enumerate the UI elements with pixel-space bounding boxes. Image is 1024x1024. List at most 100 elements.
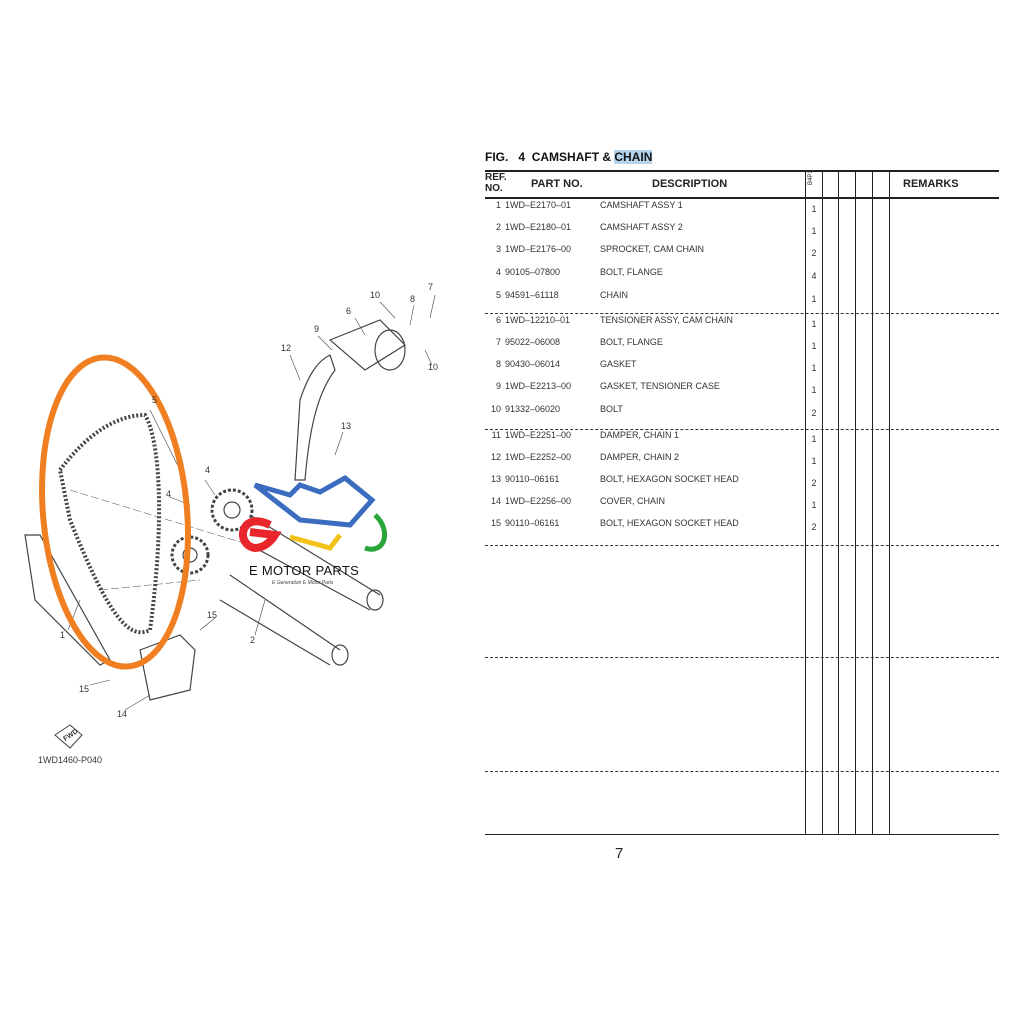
cell-qty: 1: [811, 204, 817, 214]
column-divider: [855, 170, 856, 835]
cell-qty: 1: [811, 363, 817, 373]
cell-description: BOLT, HEXAGON SOCKET HEAD: [600, 518, 739, 528]
cell-qty: 1: [811, 434, 817, 444]
callout-label: 15: [207, 610, 218, 620]
cell-ref: 8: [495, 359, 501, 369]
watermark-logo: [239, 474, 387, 553]
cell-description: BOLT, HEXAGON SOCKET HEAD: [600, 474, 739, 484]
cell-description: BOLT, FLANGE: [600, 337, 663, 347]
cell-part-no: 1WD–E2176–00: [505, 244, 572, 254]
fig-title-highlight: CHAIN: [614, 150, 653, 164]
cam-chain: [57, 412, 162, 635]
column-divider: [872, 170, 873, 835]
cell-description: CHAIN: [600, 290, 629, 300]
callout-label: 8: [410, 294, 416, 304]
header-ref-line1: REF.: [485, 172, 507, 183]
callout-label: 15: [79, 684, 90, 694]
highlight-circle: [39, 354, 191, 670]
group-divider: [485, 545, 999, 546]
header-ref: REF. NO.: [485, 172, 507, 194]
table-row: 7 95022–06008 BOLT, FLANGE 1: [485, 337, 1000, 357]
cell-description: BOLT: [600, 404, 623, 414]
cell-description: COVER, CHAIN: [600, 496, 666, 506]
header-description: DESCRIPTION: [652, 178, 728, 190]
cell-qty: 2: [811, 248, 817, 258]
cell-part-no: 95022–06008: [505, 337, 561, 347]
cell-part-no: 1WD–E2170–01: [505, 200, 572, 210]
cell-ref: 14: [490, 496, 501, 506]
chain-damper: [294, 354, 336, 481]
cell-part-no: 90110–06161: [505, 518, 560, 528]
cell-ref: 10: [490, 404, 501, 414]
cell-qty: 1: [811, 500, 817, 510]
cell-ref: 7: [495, 337, 501, 347]
table-row: 5 94591–61118 CHAIN 1: [485, 290, 1000, 310]
camshaft-2: [219, 574, 341, 666]
cell-qty: 1: [811, 385, 817, 395]
cell-part-no: 91332–06020: [505, 404, 561, 414]
cell-description: DAMPER, CHAIN 2: [600, 452, 680, 462]
cell-ref: 2: [495, 222, 501, 232]
fig-label: FIG.: [485, 150, 509, 164]
cell-part-no: 1WD–E2180–01: [505, 222, 572, 232]
callout-label: 1: [60, 630, 66, 640]
camshaft-1: [249, 514, 381, 611]
cell-part-no: 1WD–E2256–00: [505, 496, 572, 506]
cell-qty: 1: [811, 319, 817, 329]
table-row: 14 1WD–E2256–00 COVER, CHAIN 1: [485, 496, 1000, 516]
figure-title: FIG. 4 CAMSHAFT & CHAIN: [485, 150, 653, 164]
cell-ref: 15: [490, 518, 501, 528]
callout-label: 2: [250, 635, 256, 645]
header-part-no: PART NO.: [531, 178, 583, 190]
column-divider: [822, 170, 823, 835]
header-remarks: REMARKS: [903, 178, 959, 190]
cell-part-no: 90105–07800: [505, 267, 561, 277]
callout-label: 10: [428, 362, 439, 372]
sprocket-upper: [210, 488, 254, 532]
fig-number: 4: [518, 150, 526, 164]
cell-description: GASKET: [600, 359, 637, 369]
header-rule: [485, 197, 999, 199]
cell-ref: 9: [495, 381, 501, 391]
column-divider: [805, 170, 806, 835]
cell-part-no: 90430–06014: [505, 359, 561, 369]
cell-description: GASKET, TENSIONER CASE: [600, 381, 720, 391]
cell-qty: 2: [811, 478, 817, 488]
page-number: 7: [615, 845, 624, 862]
cell-qty: 1: [811, 341, 817, 351]
diagram-code: 1WD1460-P040: [38, 755, 103, 765]
cell-ref: 6: [495, 315, 501, 325]
cell-qty: 1: [811, 294, 817, 304]
fig-title: CAMSHAFT &: [531, 150, 612, 164]
cell-part-no: 90110–06161: [505, 474, 560, 484]
cell-qty: 1: [811, 226, 817, 236]
group-divider: [485, 657, 999, 658]
cell-ref: 5: [495, 290, 501, 300]
column-divider: [889, 170, 890, 835]
cell-part-no: 1WD–12210–01: [505, 315, 571, 325]
group-divider: [485, 771, 999, 772]
cell-part-no: 1WD–E2213–00: [505, 381, 572, 391]
cell-qty: 2: [811, 522, 817, 532]
callout-label: 7: [428, 282, 434, 292]
table-row: 9 1WD–E2213–00 GASKET, TENSIONER CASE 1: [485, 381, 1000, 401]
cell-description: CAMSHAFT ASSY 1: [600, 200, 683, 210]
tensioner: [328, 319, 406, 371]
cell-part-no: 1WD–E2251–00: [505, 430, 572, 440]
sprocket-lower: [170, 535, 210, 575]
cell-qty: 1: [811, 456, 817, 466]
table-row: 1 1WD–E2170–01 CAMSHAFT ASSY 1 1: [485, 200, 1000, 220]
callout-label: 6: [346, 306, 352, 316]
cell-part-no: 94591–61118: [505, 290, 559, 300]
cell-description: TENSIONER ASSY, CAM CHAIN: [600, 315, 733, 325]
cell-ref: 1: [495, 200, 501, 210]
table-row: 8 90430–06014 GASKET 1: [485, 359, 1000, 379]
cell-ref: 11: [491, 430, 501, 440]
callout-label: 10: [370, 290, 381, 300]
cell-qty: 4: [811, 271, 817, 281]
